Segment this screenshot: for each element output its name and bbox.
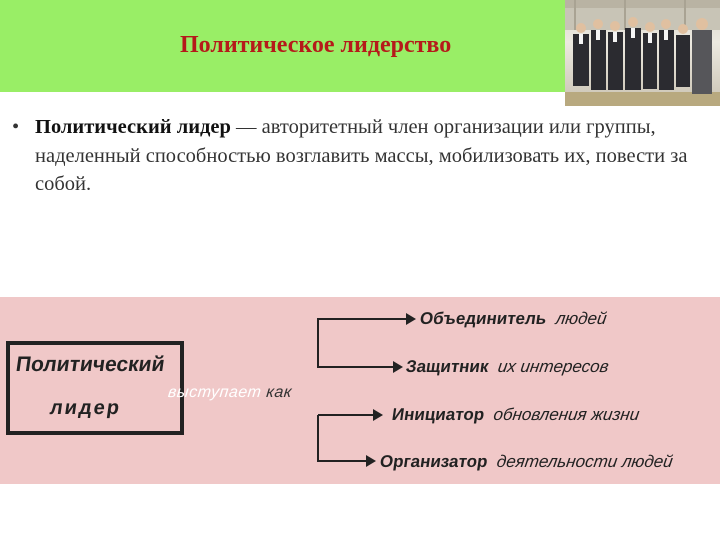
defined-term: Политический лидер [35,116,231,138]
officials-photo [565,0,720,106]
role-main: Инициатор [390,405,486,424]
diagram-connector-lines [317,313,416,467]
role-rest: их интересов [496,357,610,376]
acts-as-kak: как [265,384,293,401]
leader-roles-diagram: Политический лидер выступает как Объедин… [0,297,720,484]
role-rest: деятельности людей [495,452,675,471]
role-defender: Защитник их интересов [405,357,610,377]
role-rest: обновления жизни [492,405,641,424]
role-unifier: Объединитель людей [419,309,608,329]
connector-to-role-1 [317,318,408,364]
role-main: Организатор [378,452,489,471]
political-leader-box: Политический лидер [6,341,184,435]
acts-as-label: выступает как [167,384,293,402]
arrowhead-4 [366,455,376,467]
role-main: Защитник [404,357,490,376]
leader-box-line-1: Политический [14,353,167,376]
slide-title: Политическое лидерство [180,32,452,58]
arrowhead-1 [406,313,416,325]
acts-as-word: выступает [167,384,263,401]
arrowhead-2 [393,361,403,373]
group-of-officials-photo-icon [565,0,720,106]
connector-to-role-4 [317,415,368,462]
connector-to-role-2 [317,364,395,368]
role-initiator: Инициатор обновления жизни [391,405,641,425]
role-main: Объединитель [418,309,548,328]
definition-body: — авторитетный член организации или груп… [35,116,688,195]
bullet-dot: • [12,116,20,138]
arrowhead-3 [373,409,383,421]
definition-text: Политический лидер — авторитетный член о… [35,113,700,199]
header-band [0,0,565,92]
role-organizer: Организатор деятельности людей [378,452,675,472]
role-rest: людей [554,309,608,328]
leader-box-line-2: лидер [48,397,123,419]
